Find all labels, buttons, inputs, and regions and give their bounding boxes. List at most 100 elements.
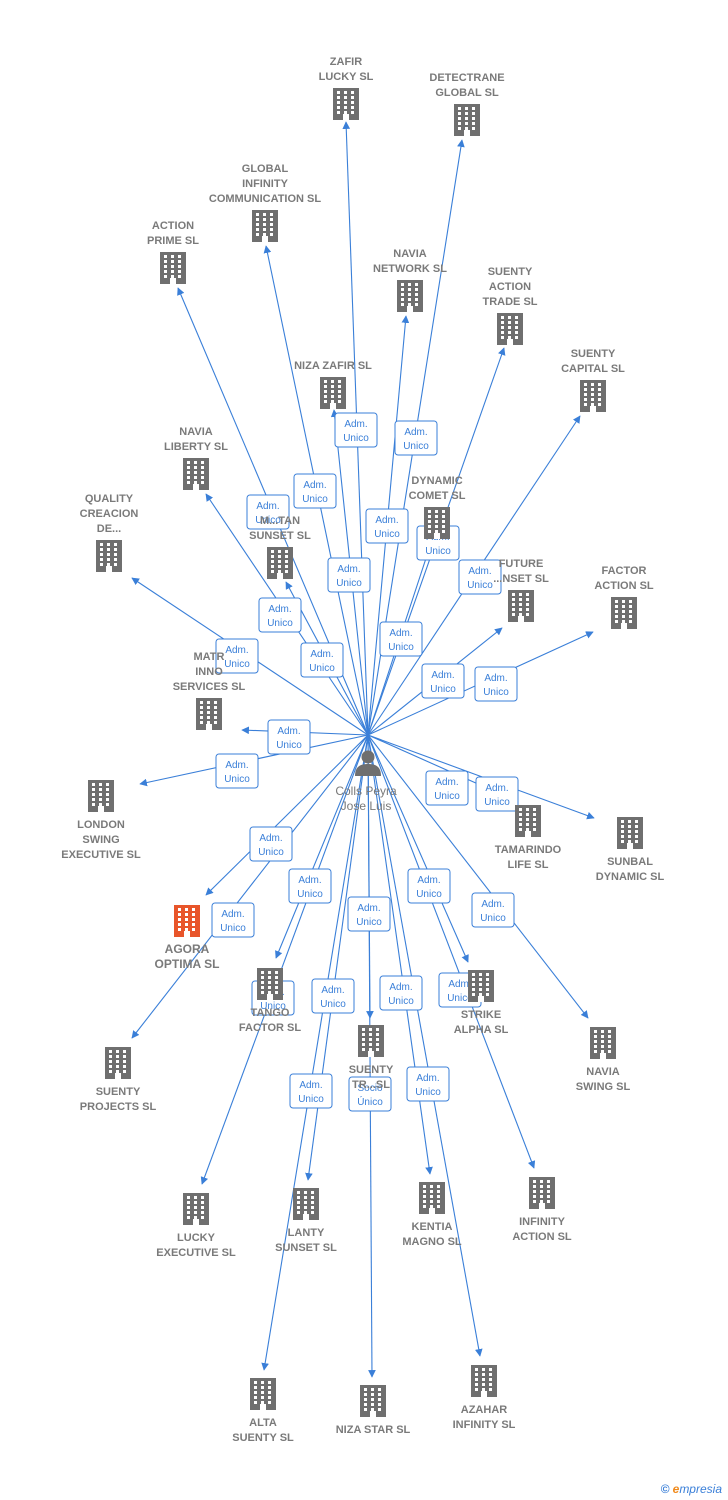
company-label: SWING SL (576, 1081, 631, 1093)
relation-text: Unico (403, 441, 429, 452)
relation-label: Adm.Unico (293, 473, 337, 509)
relation-text: Adm. (416, 1073, 439, 1084)
relation-text: Unico (480, 913, 506, 924)
relation-text: Adm. (277, 726, 300, 737)
relation-text: Unico (255, 515, 281, 526)
building-icon (508, 590, 534, 622)
building-icon (183, 1193, 209, 1225)
edge-infinity-action (367, 734, 536, 1169)
building-icon (333, 88, 359, 120)
edge-strike-alpha (367, 734, 469, 963)
relation-text: Unico (224, 774, 250, 785)
relation-text: Adm. (303, 480, 326, 491)
company-node-tango-factor[interactable]: TANGO FACTOR SL (239, 968, 301, 1034)
building-icon (96, 540, 122, 572)
company-node-factor-action[interactable]: FACTOR ACTION SL (594, 565, 654, 629)
relation-text: Unico (374, 529, 400, 540)
company-label: FACTOR (601, 565, 646, 577)
building-icon (105, 1047, 131, 1079)
company-node-quality-creacion[interactable]: QUALITYCREACIONDE... (80, 493, 139, 572)
company-label: KENTIA (412, 1221, 453, 1233)
relation-text: Unico (220, 923, 246, 934)
relation-text: Unico (258, 847, 284, 858)
company-label: TANGO (251, 1007, 290, 1019)
company-node-niza-zafir[interactable]: NIZA ZAFIR SL (294, 360, 372, 409)
relation-text: Adm. (417, 875, 440, 886)
building-icon (183, 458, 209, 490)
relation-text: Adm. (389, 982, 412, 993)
center-person[interactable]: Colls Peyra Jose Luis (335, 750, 397, 814)
relation-label: Adm.Unico (394, 420, 438, 456)
relation-text: Unico (260, 1001, 286, 1012)
company-label: AZAHAR (461, 1404, 507, 1416)
company-label: ACTION SL (594, 580, 654, 592)
edge-agora-optima (205, 734, 369, 896)
relation-label: Adm.Unico (425, 770, 469, 806)
company-node-future-sunset[interactable]: FUTURE...NSET SL (493, 558, 549, 622)
company-label: DE... (97, 523, 121, 535)
company-label: INFINITY SL (453, 1419, 516, 1431)
company-node-azahar-infinity[interactable]: AZAHAR INFINITY SL (453, 1365, 516, 1431)
relation-text: Adm. (310, 649, 333, 660)
company-label: SWING (82, 834, 119, 846)
company-label: GLOBAL SL (435, 87, 499, 99)
company-label: COMMUNICATION SL (209, 193, 322, 205)
company-label: MATR (194, 651, 225, 663)
company-label: PROJECTS SL (80, 1101, 157, 1113)
company-label: ACTION (489, 281, 531, 293)
company-label: SUNBAL (607, 856, 653, 868)
company-label: SUENTY SL (232, 1432, 294, 1444)
building-icon (257, 968, 283, 1000)
company-node-detectrane-global[interactable]: DETECTRANE GLOBAL SL (429, 72, 505, 136)
company-label: CREACION (80, 508, 139, 520)
relation-text: Unico (224, 659, 250, 670)
relation-text: Adm. (221, 909, 244, 920)
edges-layer (131, 121, 595, 1378)
company-node-niza-star[interactable]: NIZA STAR SL (336, 1385, 411, 1436)
relation-text: Unico (356, 917, 382, 928)
building-icon (497, 313, 523, 345)
building-icon (590, 1027, 616, 1059)
building-icon (358, 1025, 384, 1057)
company-label: AGORA (165, 942, 210, 956)
company-label: NIZA ZAFIR SL (294, 360, 372, 372)
company-label: LUCKY SL (319, 71, 374, 83)
relation-text: Unico (309, 663, 335, 674)
relation-label: Adm.Unico (474, 666, 518, 702)
company-label: NAVIA (179, 426, 212, 438)
company-label: DETECTRANE (429, 72, 504, 84)
relation-label: Adm.Unico (246, 494, 290, 530)
building-icon (252, 210, 278, 242)
edge-suenty-projects (131, 734, 369, 1039)
relation-label: Adm.Unico (347, 896, 391, 932)
relation-text: Adm. (225, 760, 248, 771)
company-label: FACTOR SL (239, 1022, 301, 1034)
relation-text: Único (357, 1095, 383, 1108)
relation-label: Adm.Unico (365, 508, 409, 544)
